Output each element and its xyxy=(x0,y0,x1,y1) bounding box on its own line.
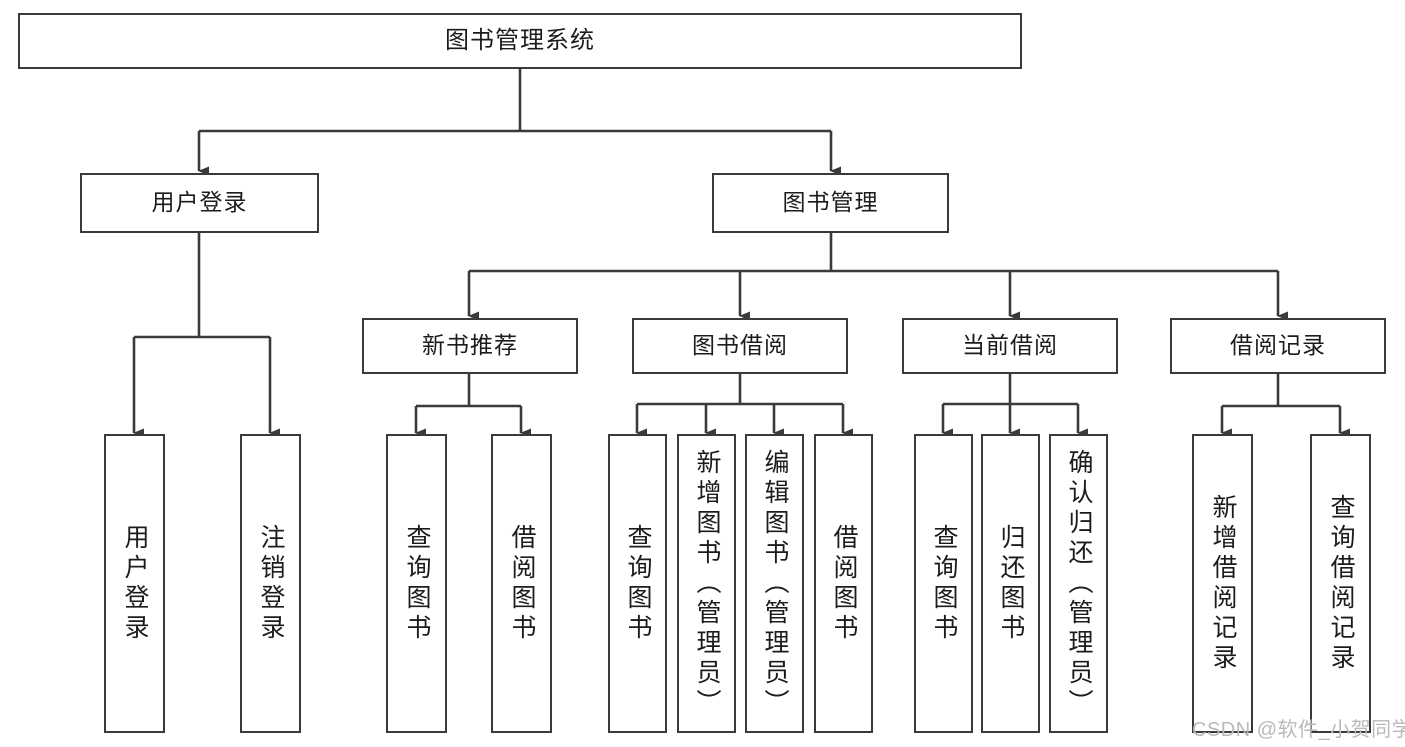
node-label: 新增借阅记录 xyxy=(1209,493,1237,674)
leaf-user-login-login[interactable]: 用户登录 xyxy=(104,434,165,733)
node-label: 编辑图书（管理员） xyxy=(761,448,789,719)
node-user-login[interactable]: 用户登录 xyxy=(80,173,319,233)
node-label: 借阅图书 xyxy=(508,523,536,644)
node-label: 查询图书 xyxy=(930,523,958,644)
node-label: 用户登录 xyxy=(151,189,248,216)
node-label: 当前借阅 xyxy=(962,332,1058,359)
leaf-borrow-record-query-record[interactable]: 查询借阅记录 xyxy=(1310,434,1371,733)
node-label: 查询图书 xyxy=(624,523,652,644)
watermark: CSDN @软件_小贺同学 xyxy=(1192,719,1405,741)
leaf-current-borrow-query-book[interactable]: 查询图书 xyxy=(914,434,973,733)
node-root-book-management-system[interactable]: 图书管理系统 xyxy=(18,13,1022,69)
node-book-management[interactable]: 图书管理 xyxy=(712,173,949,233)
node-label: 查询借阅记录 xyxy=(1327,493,1355,674)
node-label: 图书管理 xyxy=(782,189,879,216)
node-label: 图书管理系统 xyxy=(445,26,595,54)
node-borrow-record[interactable]: 借阅记录 xyxy=(1170,318,1386,374)
leaf-borrow-record-add-record[interactable]: 新增借阅记录 xyxy=(1192,434,1253,733)
node-label: 用户登录 xyxy=(121,523,149,644)
node-label: 查询图书 xyxy=(403,523,431,644)
leaf-book-borrow-add-book-admin[interactable]: 新增图书（管理员） xyxy=(677,434,736,733)
node-label: 新增图书（管理员） xyxy=(693,448,721,719)
leaf-book-borrow-query-book[interactable]: 查询图书 xyxy=(608,434,667,733)
node-current-borrow[interactable]: 当前借阅 xyxy=(902,318,1118,374)
node-label: 确认归还（管理员） xyxy=(1065,448,1093,719)
node-label: 借阅记录 xyxy=(1230,332,1326,359)
node-label: 借阅图书 xyxy=(830,523,858,644)
node-book-borrow[interactable]: 图书借阅 xyxy=(632,318,848,374)
node-label: 注销登录 xyxy=(257,523,285,644)
leaf-book-borrow-borrow-book[interactable]: 借阅图书 xyxy=(814,434,873,733)
leaf-current-borrow-confirm-return-admin[interactable]: 确认归还（管理员） xyxy=(1049,434,1108,733)
leaf-current-borrow-return-book[interactable]: 归还图书 xyxy=(981,434,1040,733)
node-label: 新书推荐 xyxy=(422,332,518,359)
node-label: 归还图书 xyxy=(997,523,1025,644)
leaf-user-login-logout[interactable]: 注销登录 xyxy=(240,434,301,733)
leaf-book-borrow-edit-book-admin[interactable]: 编辑图书（管理员） xyxy=(745,434,804,733)
leaf-new-book-borrow-book[interactable]: 借阅图书 xyxy=(491,434,552,733)
leaf-new-book-query-book[interactable]: 查询图书 xyxy=(386,434,447,733)
node-new-book-recommend[interactable]: 新书推荐 xyxy=(362,318,578,374)
node-label: 图书借阅 xyxy=(692,332,788,359)
